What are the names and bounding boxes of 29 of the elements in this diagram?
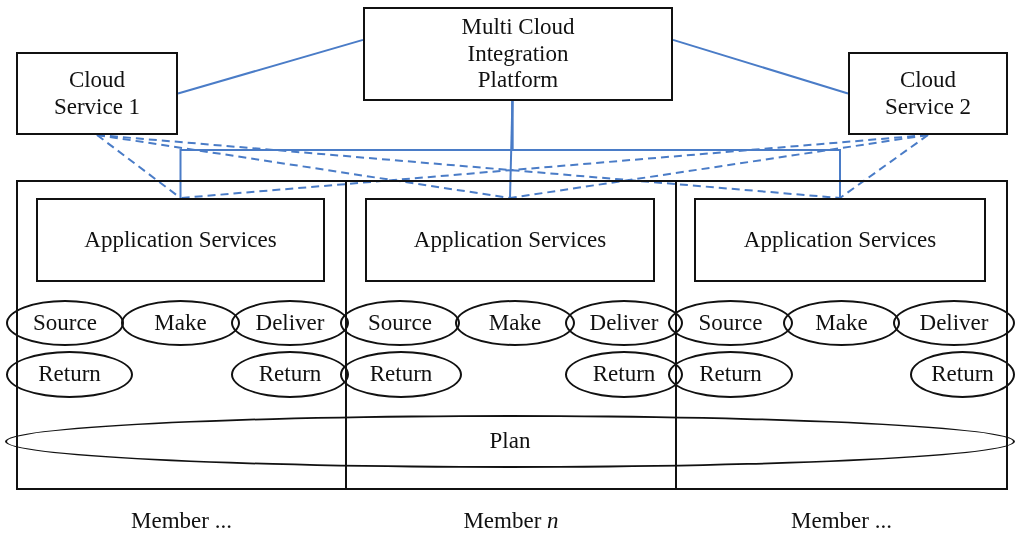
process-oval: Return xyxy=(565,351,683,398)
process-oval: Return xyxy=(231,351,349,398)
panel-label: Member ... xyxy=(790,508,893,535)
process-oval: Plan xyxy=(5,415,1015,468)
dashed-connector xyxy=(839,134,929,199)
process-oval: Deliver xyxy=(893,300,1015,346)
process-oval: Make xyxy=(121,300,240,346)
connector-line xyxy=(177,38,364,95)
process-oval: Make xyxy=(455,300,575,346)
process-box: Cloud Service 2 xyxy=(848,52,1008,135)
process-oval: Source xyxy=(340,300,460,346)
process-oval: Return xyxy=(668,351,793,398)
process-oval: Return xyxy=(340,351,462,398)
process-oval: Source xyxy=(6,300,124,346)
connector-line xyxy=(511,100,841,199)
process-oval: Make xyxy=(783,300,900,346)
panel-label: Member ... xyxy=(130,508,233,535)
process-box: Application Services xyxy=(365,198,655,282)
process-box: Multi Cloud Integration Platform xyxy=(363,7,673,101)
process-oval: Source xyxy=(668,300,793,346)
connector-line xyxy=(672,38,849,95)
process-oval: Deliver xyxy=(231,300,349,346)
process-box: Cloud Service 1 xyxy=(16,52,178,135)
panel-label: Member n xyxy=(462,508,560,535)
process-box: Application Services xyxy=(36,198,325,282)
process-box: Application Services xyxy=(694,198,986,282)
process-oval: Deliver xyxy=(565,300,683,346)
process-oval: Return xyxy=(910,351,1015,398)
process-oval: Return xyxy=(6,351,133,398)
